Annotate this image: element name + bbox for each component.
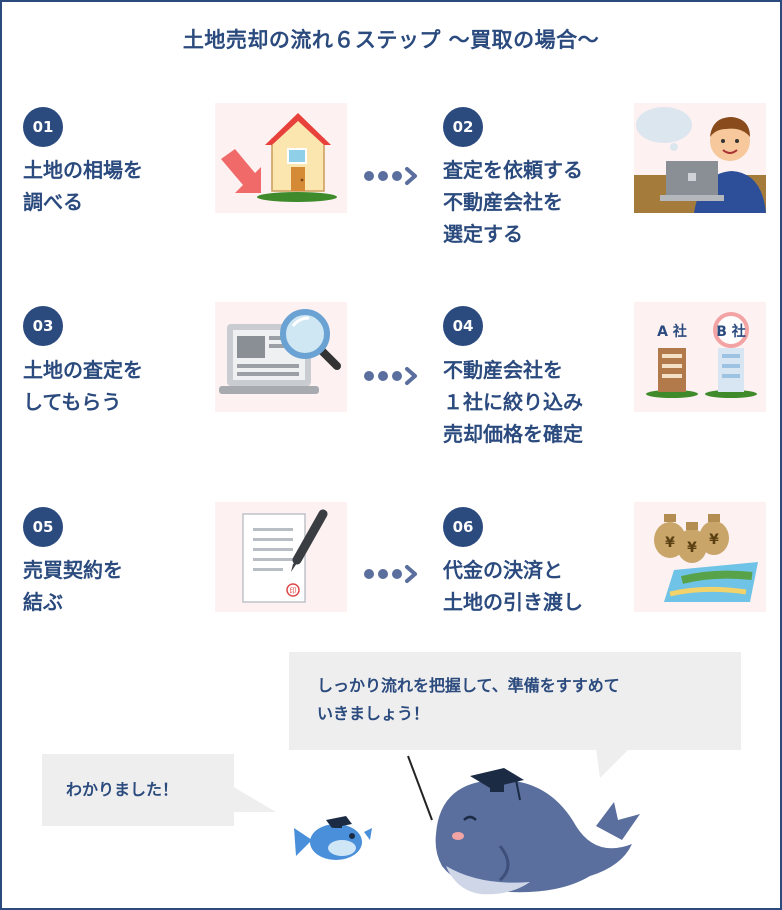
step-text-03: 土地の査定を してもらう bbox=[23, 358, 143, 414]
whale-speech-text: しっかり流れを把握して、準備をすすめて いきましょう！ bbox=[317, 676, 620, 723]
step-badge-01: 01 bbox=[23, 107, 63, 147]
yen-sign-3: ¥ bbox=[709, 532, 719, 548]
person-laptop-icon bbox=[634, 107, 766, 213]
step-text-06: 代金の決済と 土地の引き渡し bbox=[443, 558, 583, 614]
buildings-icon: A 社 B 社 bbox=[646, 312, 757, 398]
laptop-magnifier-icon bbox=[219, 309, 341, 394]
money-bags-icon: ¥ ¥ ¥ bbox=[654, 514, 758, 602]
step-illustration-04: A 社 B 社 bbox=[634, 302, 766, 412]
contract-pen-icon: 印 bbox=[242, 509, 328, 603]
arrow-dots-icon bbox=[364, 367, 417, 385]
step-illustration-06: ¥ ¥ ¥ bbox=[634, 502, 766, 612]
arrow-dots-icon bbox=[364, 167, 417, 185]
step-text-04: 不動産会社を １社に絞り込み 売却価格を確定 bbox=[443, 358, 583, 446]
company-a-label: A 社 bbox=[657, 323, 687, 340]
page-title: 土地売却の流れ６ステップ 〜買取の場合〜 bbox=[182, 28, 600, 52]
step-illustration-05: 印 bbox=[215, 502, 347, 612]
whale-speech-bubble: しっかり流れを把握して、準備をすすめて いきましょう！ bbox=[289, 652, 741, 750]
step-text-01: 土地の相場を 調べる bbox=[23, 158, 143, 214]
company-b-label: B 社 bbox=[716, 323, 746, 340]
fish-speech-text: わかりました！ bbox=[66, 780, 179, 799]
step-text-05: 売買契約を 結ぶ bbox=[23, 558, 123, 614]
seal-stamp-text: 印 bbox=[290, 587, 297, 595]
yen-sign-1: ¥ bbox=[665, 535, 675, 551]
step-badge-03: 03 bbox=[23, 306, 63, 346]
step-badge-02: 02 bbox=[443, 107, 483, 147]
whale-bubble-tail bbox=[596, 748, 630, 778]
step-illustration-01 bbox=[215, 103, 347, 213]
fish-speech-bubble: わかりました！ bbox=[42, 754, 234, 826]
step-illustration-03 bbox=[215, 302, 347, 412]
step-badge-04: 04 bbox=[443, 306, 483, 346]
step-badge-05: 05 bbox=[23, 507, 63, 547]
step-text-02: 査定を依頼する 不動産会社を 選定する bbox=[443, 158, 583, 246]
house-icon bbox=[221, 113, 337, 202]
yen-sign-2: ¥ bbox=[687, 540, 697, 556]
fish-bubble-tail bbox=[232, 786, 276, 812]
step-badge-06: 06 bbox=[443, 507, 483, 547]
step-illustration-02 bbox=[634, 103, 766, 213]
whale-character-icon bbox=[407, 755, 640, 895]
arrow-dots-icon bbox=[364, 565, 417, 583]
fish-character-icon bbox=[294, 816, 372, 860]
